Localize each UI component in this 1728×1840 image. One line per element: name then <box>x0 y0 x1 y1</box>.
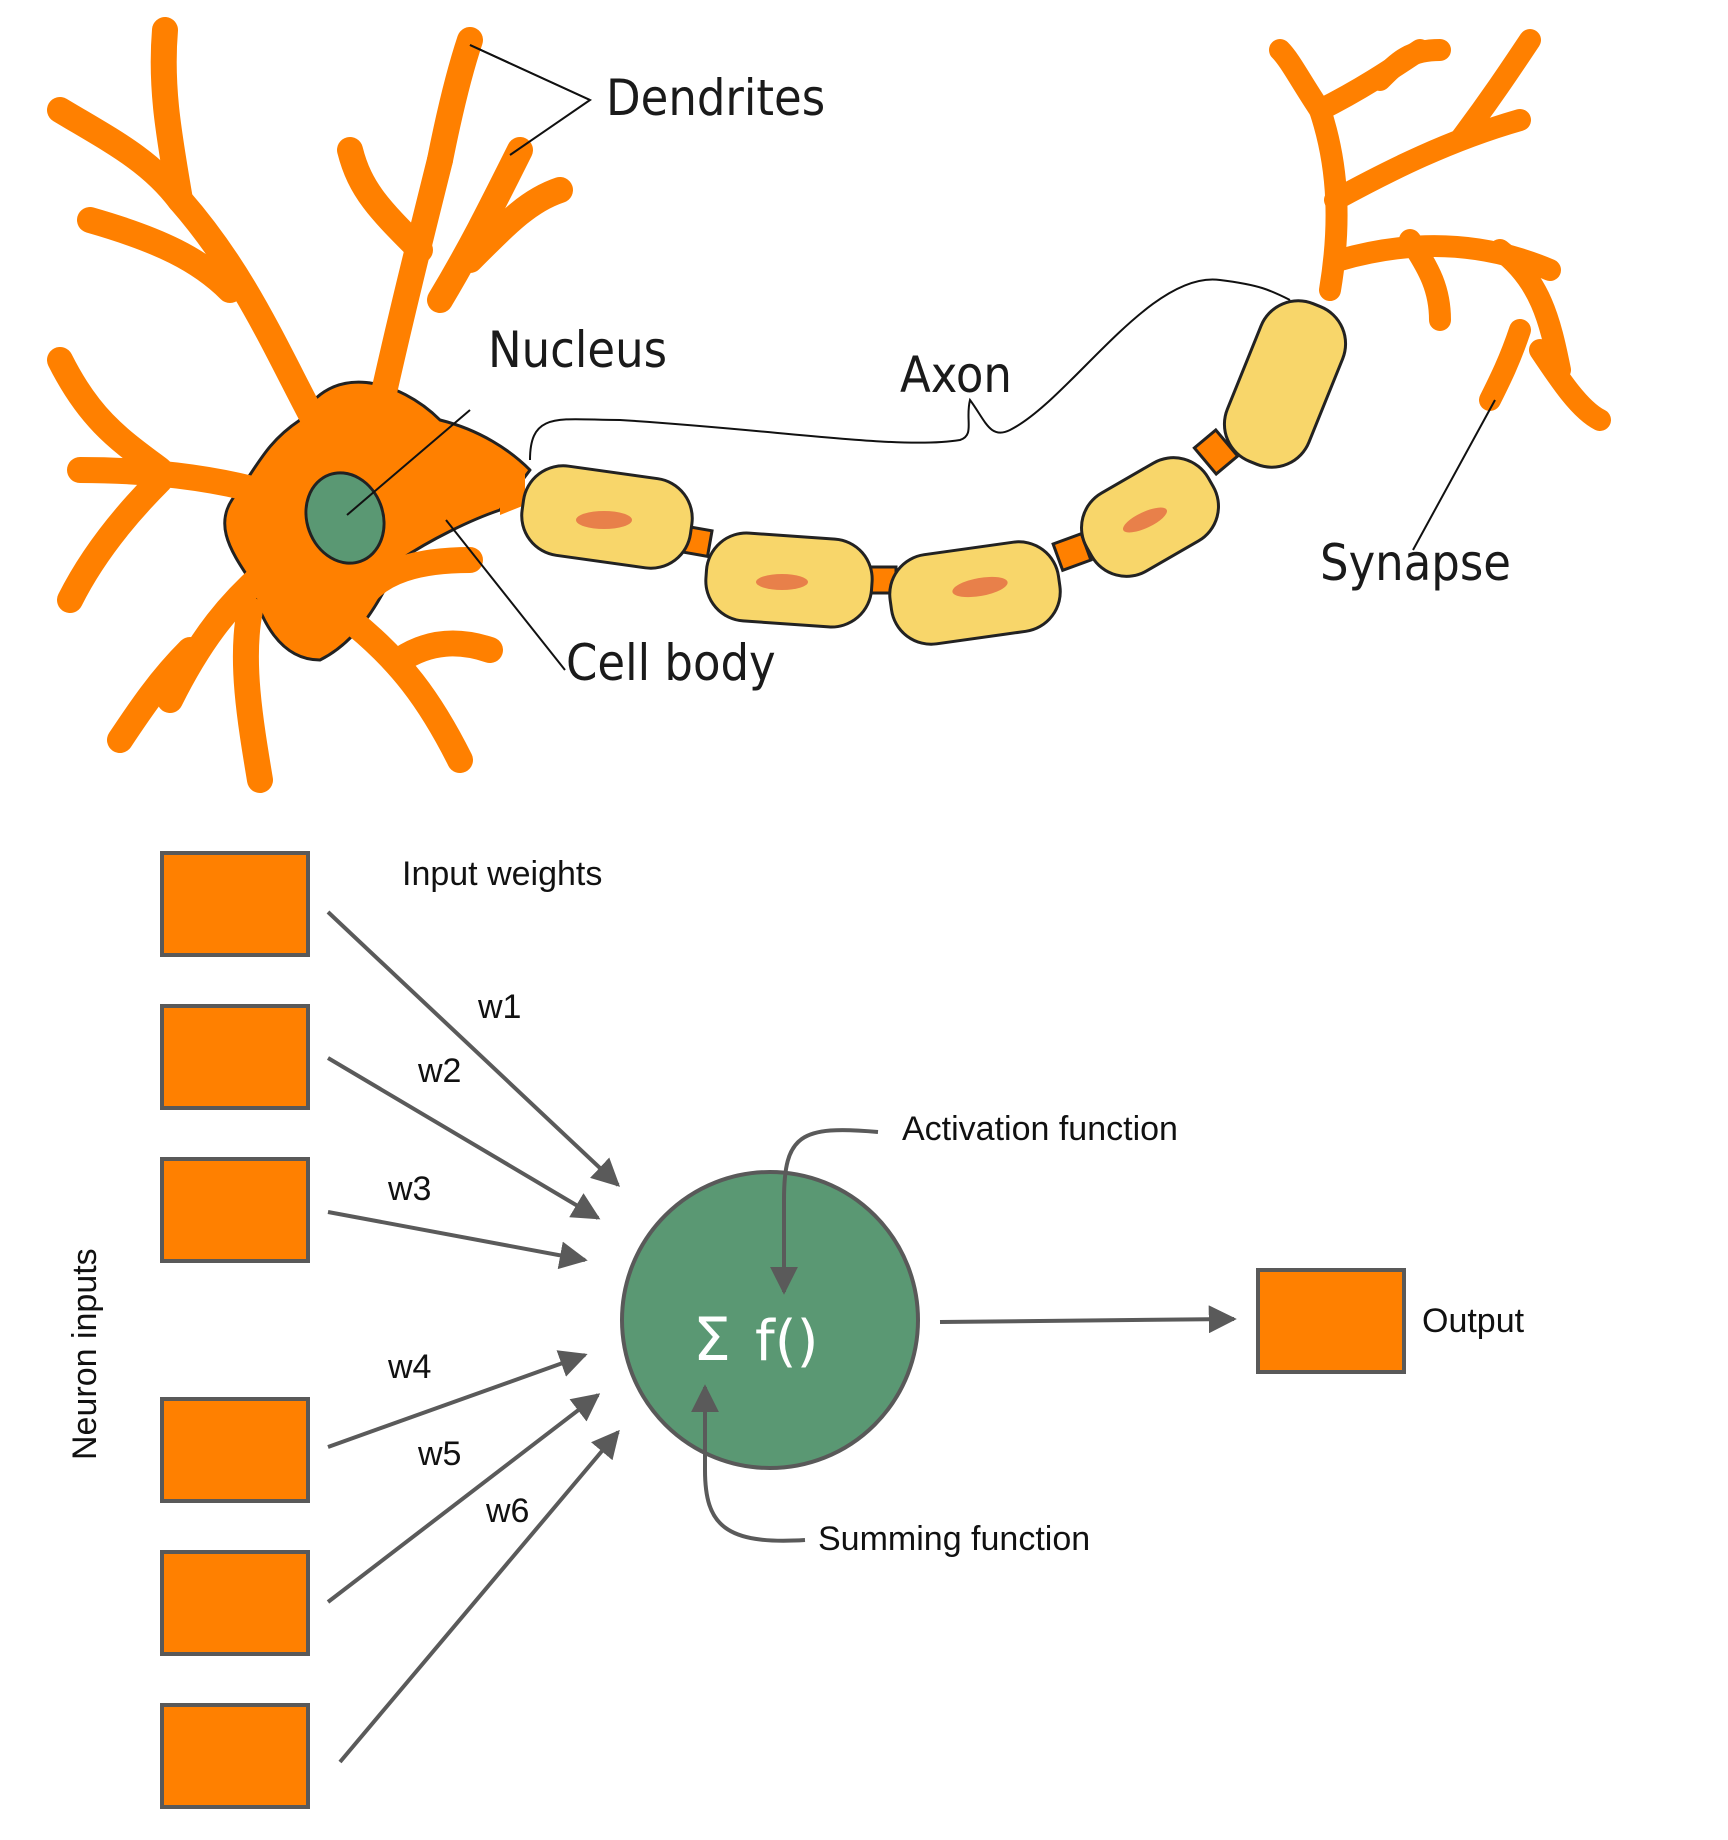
weight-arrows <box>326 910 621 1764</box>
input-box <box>160 1703 310 1809</box>
weight-label-w6: w6 <box>485 1492 529 1530</box>
axon-label: Axon <box>900 346 1012 404</box>
summing-function-label: Summing function <box>818 1520 1090 1558</box>
weight-arrow <box>338 1429 620 1764</box>
weight-arrow <box>327 1350 588 1449</box>
axon-terminals <box>1269 29 1611 431</box>
weight-arrow <box>327 1210 588 1270</box>
weight-label-w2: w2 <box>417 1052 461 1090</box>
myelin-segment <box>1222 299 1348 469</box>
input-box <box>160 851 310 957</box>
dendrites-illustration <box>47 17 573 793</box>
artificial-neuron-model: Input weights Neuron inputs w1 w2 w3 w4 … <box>66 851 1525 1809</box>
input-box <box>160 1397 310 1503</box>
input-box <box>160 1004 310 1110</box>
biological-neuron: Dendrites Nucleus Axon Cell body Synapse <box>47 17 1611 793</box>
input-box <box>160 1157 310 1263</box>
dendrites-label: Dendrites <box>606 69 825 127</box>
input-boxes <box>160 851 310 1809</box>
weight-label-w1: w1 <box>477 988 521 1026</box>
weight-label-w5: w5 <box>417 1435 461 1473</box>
weight-label-w3: w3 <box>387 1170 431 1208</box>
activation-symbol: f() <box>755 1309 818 1374</box>
axon-shape <box>520 299 1348 646</box>
sum-symbol: Σ <box>693 1305 731 1375</box>
weight-arrow <box>326 1393 601 1604</box>
weight-label-w4: w4 <box>387 1348 431 1386</box>
weight-arrow <box>326 910 621 1187</box>
cell-body-label: Cell body <box>566 634 776 692</box>
activation-pointer-arrow <box>770 1128 879 1295</box>
nucleus-shape <box>304 471 386 565</box>
weight-arrow <box>326 1056 601 1220</box>
output-box <box>1256 1268 1406 1374</box>
output-label: Output <box>1422 1302 1525 1340</box>
activation-function-label: Activation function <box>902 1110 1178 1148</box>
input-weights-label: Input weights <box>402 855 602 893</box>
neuron-inputs-label: Neuron inputs <box>66 1248 104 1460</box>
output-arrow <box>939 1305 1237 1334</box>
synapse-label: Synapse <box>1320 534 1511 592</box>
input-box <box>160 1550 310 1656</box>
summing-pointer-arrow <box>691 1384 806 1543</box>
nucleus-label: Nucleus <box>488 321 667 379</box>
leader-lines <box>346 44 1496 671</box>
